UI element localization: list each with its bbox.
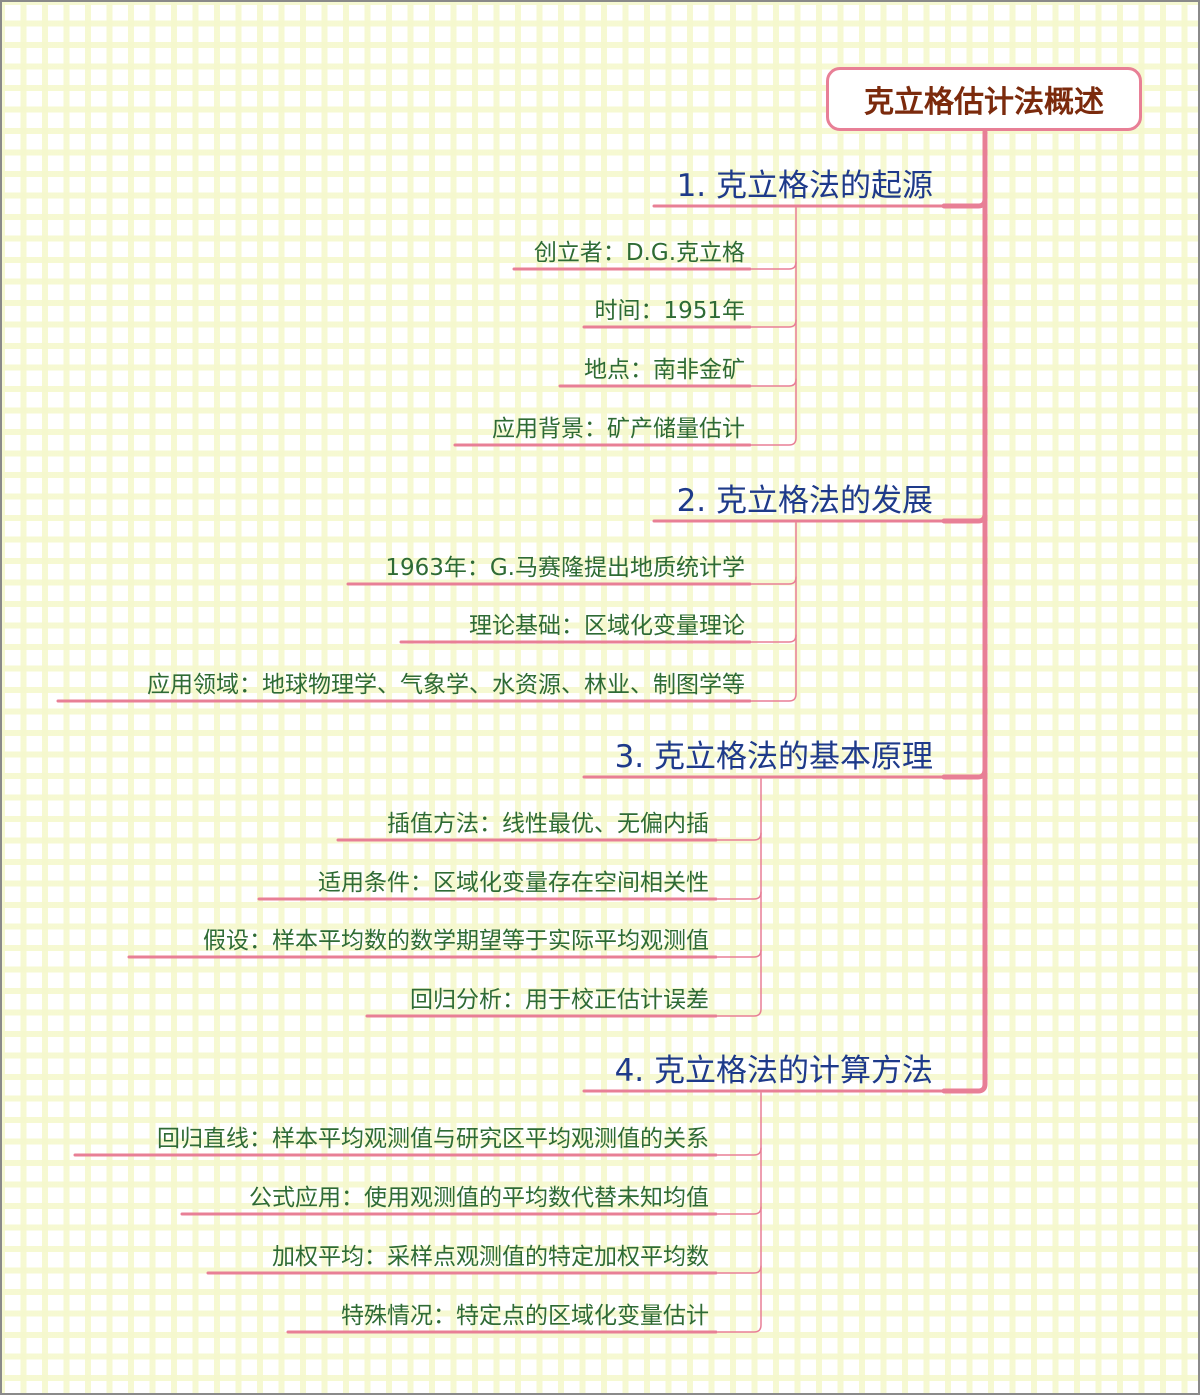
leaf-topic[interactable]: 假设：样本平均数的数学期望等于实际平均观测值	[203, 921, 709, 955]
leaf-topic[interactable]: 应用背景：矿产储量估计	[492, 409, 745, 443]
leaf-topic[interactable]: 地点：南非金矿	[584, 350, 745, 384]
leaf-topic[interactable]: 应用领域：地球物理学、气象学、水资源、林业、制图学等	[147, 665, 745, 699]
leaf-topic[interactable]: 特殊情况：特定点的区域化变量估计	[341, 1296, 709, 1330]
root-topic[interactable]: 克立格估计法概述	[826, 67, 1142, 131]
leaf-topic[interactable]: 公式应用：使用观测值的平均数代替未知均值	[249, 1178, 709, 1212]
branch-label: 4. 克立格法的计算方法	[614, 1053, 933, 1089]
leaf-topic[interactable]: 适用条件：区域化变量存在空间相关性	[318, 863, 709, 897]
leaf-topic[interactable]: 1963年：G.马赛隆提出地质统计学	[385, 548, 745, 582]
leaf-label: 1963年：G.马赛隆提出地质统计学	[385, 555, 745, 581]
leaf-topic[interactable]: 回归直线：样本平均观测值与研究区平均观测值的关系	[157, 1119, 709, 1153]
branch-topic-principles[interactable]: 3. 克立格法的基本原理	[615, 731, 933, 776]
root-topic-label: 克立格估计法概述	[864, 85, 1104, 120]
leaf-topic[interactable]: 加权平均：采样点观测值的特定加权平均数	[272, 1237, 709, 1271]
leaf-label: 应用背景：矿产储量估计	[492, 416, 745, 442]
leaf-label: 回归分析：用于校正估计误差	[410, 987, 709, 1013]
branch-label: 2. 克立格法的发展	[676, 483, 933, 519]
leaf-label: 应用领域：地球物理学、气象学、水资源、林业、制图学等	[147, 672, 745, 698]
branch-label: 1. 克立格法的起源	[676, 168, 933, 204]
branch-topic-calculation[interactable]: 4. 克立格法的计算方法	[615, 1045, 933, 1090]
leaf-label: 特殊情况：特定点的区域化变量估计	[341, 1303, 709, 1329]
leaf-label: 回归直线：样本平均观测值与研究区平均观测值的关系	[157, 1126, 709, 1152]
leaf-topic[interactable]: 回归分析：用于校正估计误差	[410, 980, 709, 1014]
leaf-label: 地点：南非金矿	[584, 357, 745, 383]
leaf-topic[interactable]: 创立者：D.G.克立格	[534, 233, 745, 267]
leaf-label: 适用条件：区域化变量存在空间相关性	[318, 870, 709, 896]
leaf-label: 假设：样本平均数的数学期望等于实际平均观测值	[203, 928, 709, 954]
leaf-label: 创立者：D.G.克立格	[533, 240, 745, 266]
leaf-label: 公式应用：使用观测值的平均数代替未知均值	[249, 1185, 709, 1211]
leaf-topic[interactable]: 时间：1951年	[594, 291, 745, 325]
leaf-label: 插值方法：线性最优、无偏内插	[387, 811, 709, 837]
leaf-topic[interactable]: 插值方法：线性最优、无偏内插	[387, 804, 709, 838]
branch-label: 3. 克立格法的基本原理	[614, 739, 933, 775]
leaf-topic[interactable]: 理论基础：区域化变量理论	[469, 606, 745, 640]
leaf-label: 时间：1951年	[594, 298, 745, 324]
branch-topic-origin[interactable]: 1. 克立格法的起源	[677, 160, 933, 205]
leaf-label: 加权平均：采样点观测值的特定加权平均数	[272, 1244, 709, 1270]
branch-topic-development[interactable]: 2. 克立格法的发展	[677, 475, 933, 520]
leaf-label: 理论基础：区域化变量理论	[469, 613, 745, 639]
